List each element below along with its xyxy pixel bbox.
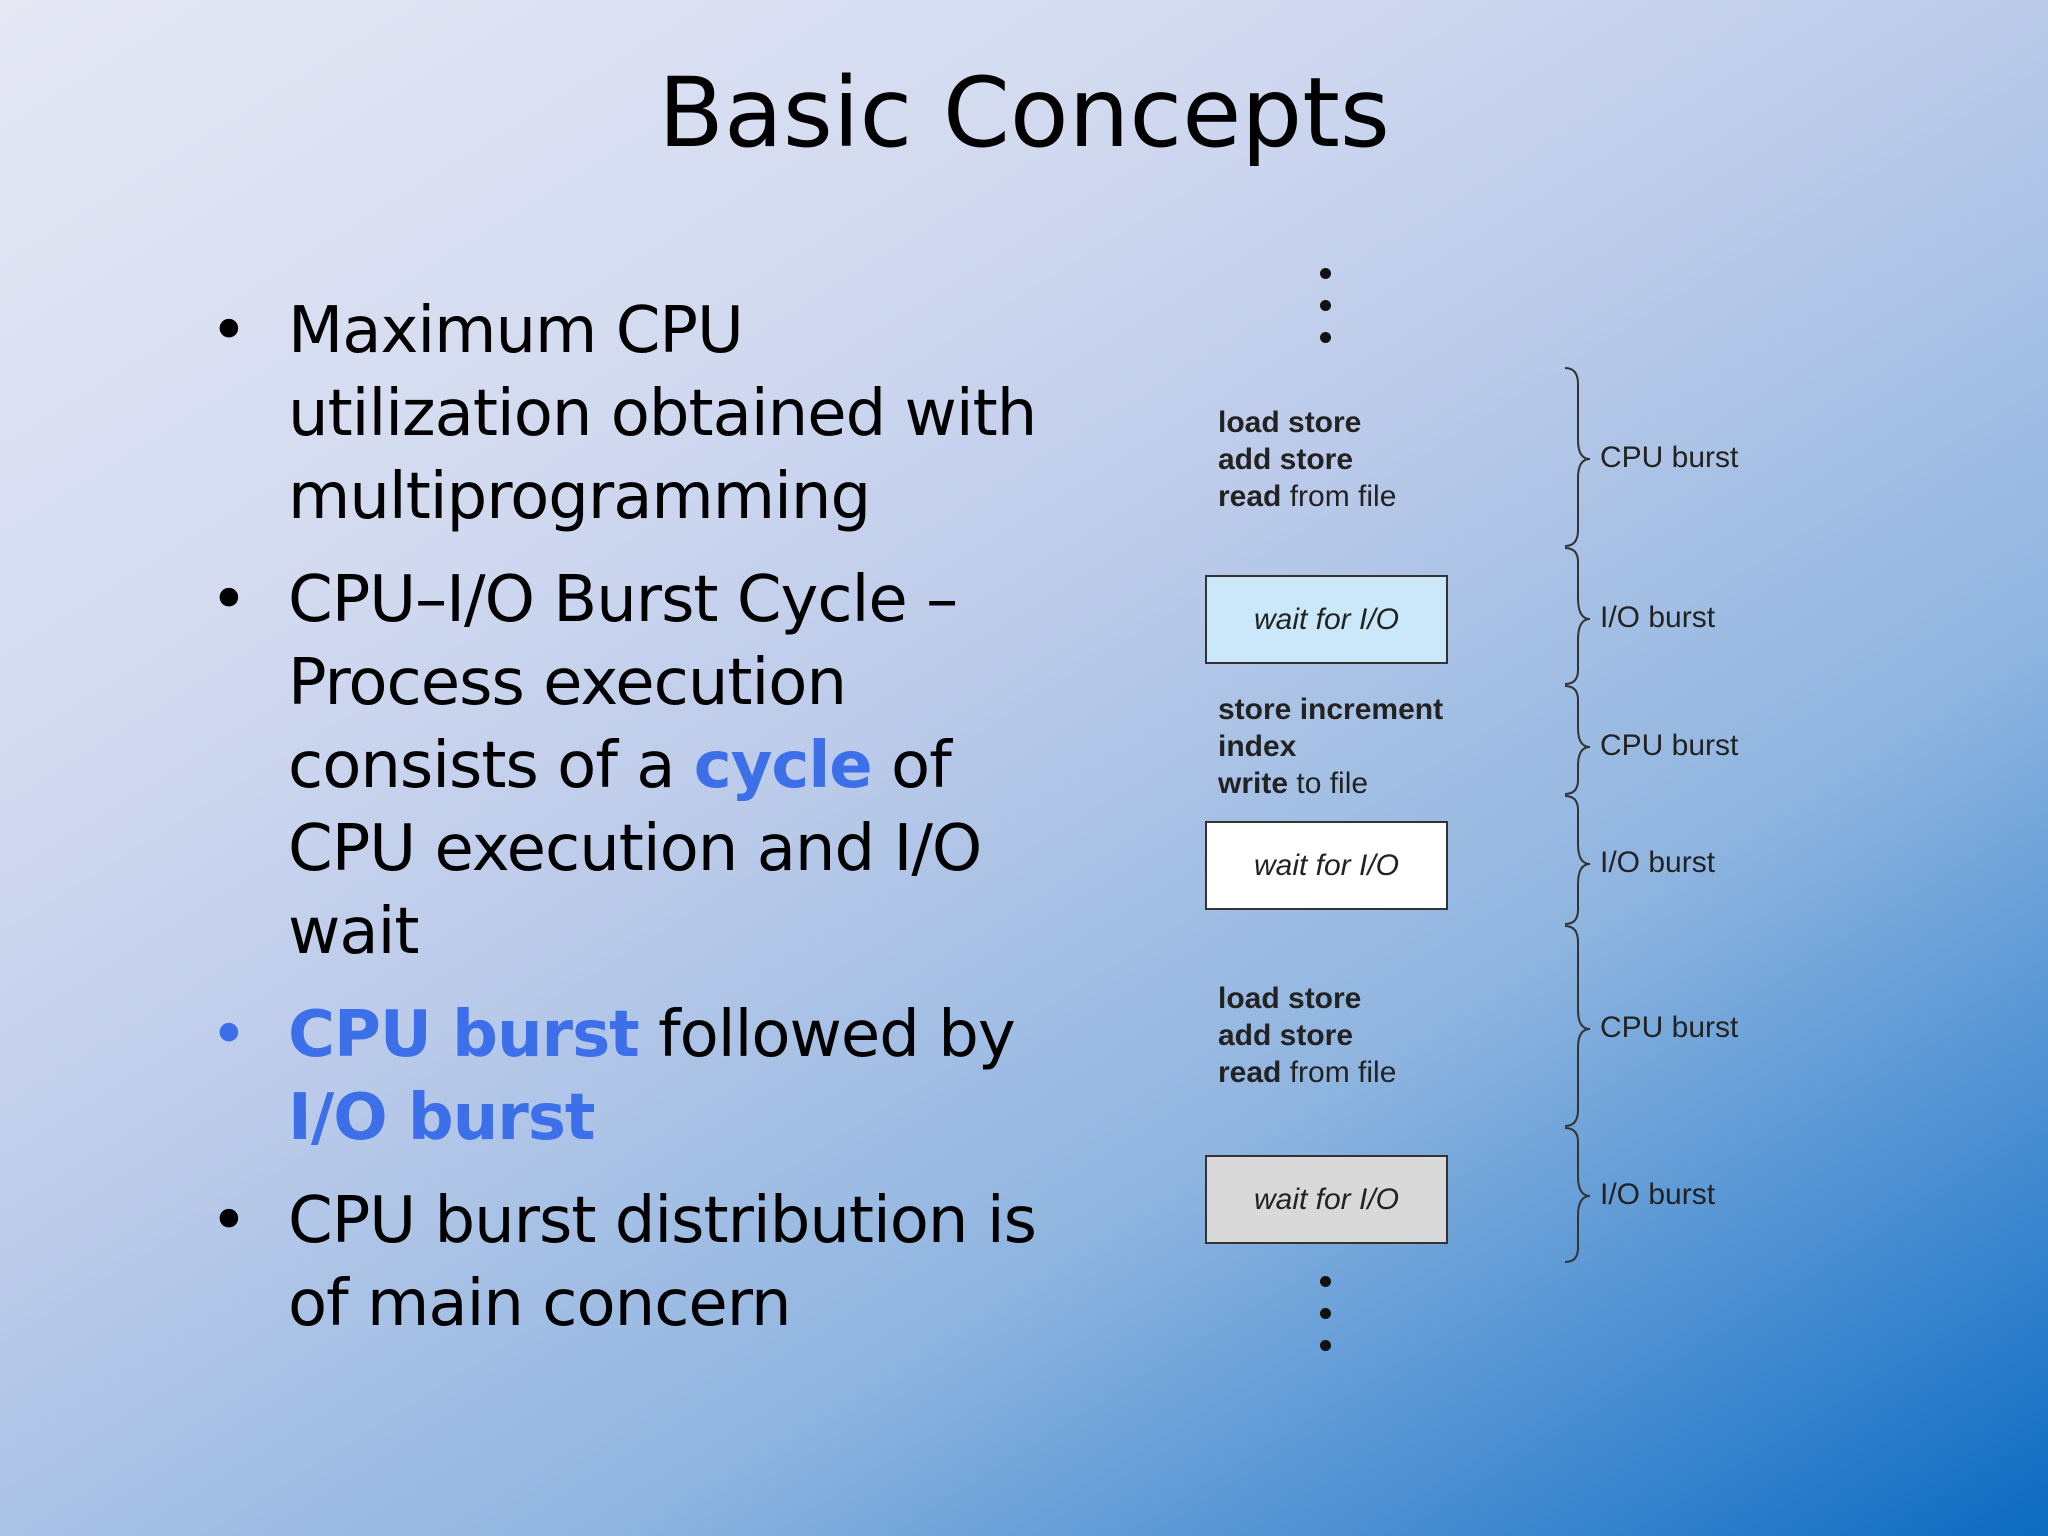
bullet-text: followed by — [638, 998, 1016, 1072]
code-line: load store — [1218, 406, 1362, 439]
burst-label-io-1: I/O burst — [1600, 601, 1716, 634]
bullet-text: consists of a — [288, 729, 694, 803]
bullet-line: CPU burst followed by — [288, 994, 1110, 1077]
bullet-text: of main concern — [288, 1267, 792, 1341]
brace-cpu-3 — [1564, 925, 1591, 1127]
code-keyword: read — [1218, 1056, 1282, 1089]
bullet-text: Process execution — [288, 646, 847, 720]
cpu-segment-3: load store add store read from file — [1218, 980, 1396, 1091]
bullet-text: multiprogramming — [288, 460, 871, 534]
highlight-cpu-burst: CPU burst — [288, 998, 640, 1072]
bullet-text: wait — [288, 895, 419, 969]
bullet-marker: • — [210, 563, 248, 637]
code-keyword: read — [1218, 480, 1282, 513]
code-line: from file — [1281, 1056, 1397, 1089]
bullet-text: utilization obtained with — [288, 377, 1037, 451]
burst-label-cpu-3: CPU burst — [1600, 1011, 1739, 1044]
cpu-segment-2: store increment index write to file — [1218, 691, 1443, 802]
cpu-segment-1: load store add store read from file — [1218, 404, 1396, 515]
bullet-line: consists of a cycle of — [288, 725, 1110, 808]
io-wait-box-2: wait for I/O — [1205, 821, 1448, 910]
burst-label-io-3: I/O burst — [1600, 1178, 1716, 1211]
ellipsis-top — [1320, 268, 1336, 364]
bullet-text: CPU execution and I/O — [288, 812, 982, 886]
code-line: to file — [1288, 767, 1369, 800]
bullet-marker: • — [210, 1184, 248, 1258]
code-line: from file — [1281, 480, 1397, 513]
bullet-text: Maximum CPU — [288, 294, 744, 368]
slide-title: Basic Concepts — [658, 57, 1390, 169]
brace-cpu-2 — [1564, 685, 1591, 795]
brace-cpu-1 — [1564, 367, 1591, 547]
bullet-list: • Maximum CPU utilization obtained with … — [210, 290, 1110, 1366]
highlight-cycle: cycle — [693, 729, 873, 803]
code-line: add store — [1218, 443, 1354, 476]
bullet-marker: • — [210, 294, 248, 368]
bullet-distribution: • CPU burst distribution is of main conc… — [210, 1180, 1110, 1346]
bullet-text: CPU–I/O Burst Cycle – — [288, 563, 958, 637]
code-keyword: write — [1218, 767, 1289, 800]
bullet-cpu-io-burst: • CPU burst followed by I/O burst — [210, 994, 1110, 1160]
brace-io-3 — [1564, 1127, 1591, 1263]
bullet-cpu-utilization: • Maximum CPU utilization obtained with … — [210, 290, 1110, 539]
burst-label-io-2: I/O burst — [1600, 846, 1716, 879]
code-line: index — [1218, 730, 1297, 763]
brace-io-1 — [1564, 547, 1591, 685]
burst-label-cpu-1: CPU burst — [1600, 441, 1739, 474]
code-line: add store — [1218, 1019, 1354, 1052]
ellipsis-bottom — [1320, 1276, 1336, 1372]
code-line: store increment — [1218, 693, 1444, 726]
brace-io-2 — [1564, 795, 1591, 925]
bullet-text: of — [871, 729, 952, 803]
io-wait-box-1: wait for I/O — [1205, 575, 1448, 664]
burst-label-cpu-2: CPU burst — [1600, 729, 1739, 762]
bullet-text: CPU burst distribution is — [288, 1184, 1037, 1258]
highlight-io-burst: I/O burst — [288, 1081, 596, 1155]
code-line: load store — [1218, 982, 1362, 1015]
io-wait-box-3: wait for I/O — [1205, 1155, 1448, 1244]
bullet-burst-cycle: • CPU–I/O Burst Cycle – Process executio… — [210, 559, 1110, 974]
bullet-marker: • — [210, 998, 248, 1072]
